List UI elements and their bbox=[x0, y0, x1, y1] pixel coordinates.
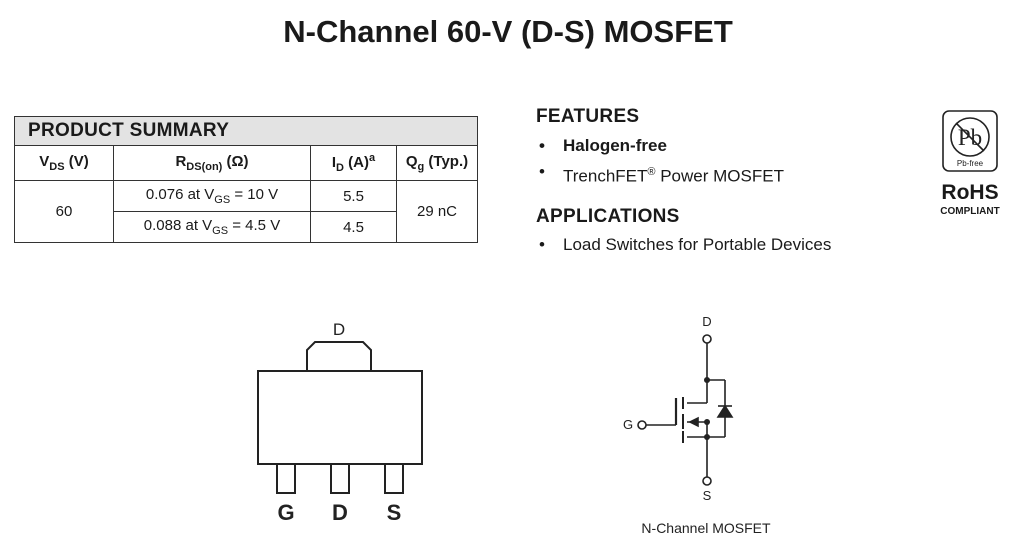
vds-value: 60 bbox=[14, 180, 114, 243]
column-header-id: ID (A)a bbox=[310, 145, 397, 181]
rds-value: 0.076 at VGS = 10 V bbox=[113, 180, 311, 212]
source-label: S bbox=[703, 488, 712, 503]
page-title: N-Channel 60-V (D-S) MOSFET bbox=[283, 14, 733, 49]
applications-heading: APPLICATIONS bbox=[536, 206, 680, 227]
product-summary-heading: PRODUCT SUMMARY bbox=[14, 116, 478, 146]
rohs-title: RoHS bbox=[941, 181, 999, 204]
id-value: 5.5 bbox=[310, 180, 397, 212]
column-header-vds: VDS (V) bbox=[14, 145, 114, 181]
mosfet-schematic: D G S N-Channel MOSFET bbox=[623, 314, 771, 536]
pin-lead bbox=[276, 463, 296, 494]
body-diode bbox=[716, 404, 734, 418]
rds-value: 0.088 at VGS = 4.5 V bbox=[113, 211, 311, 243]
features-heading: FEATURES bbox=[536, 106, 640, 127]
source-terminal bbox=[702, 476, 712, 486]
pin-lead bbox=[384, 463, 404, 494]
column-header-qg: Qg (Typ.) bbox=[396, 145, 478, 181]
package-pin-label: D bbox=[332, 500, 348, 525]
package-body bbox=[257, 370, 423, 465]
drain-tab bbox=[306, 341, 372, 371]
pb-free-label: Pb-free bbox=[957, 159, 984, 168]
list-item: Load Switches for Portable Devices bbox=[536, 232, 831, 258]
package-pin-label: S bbox=[387, 500, 402, 525]
features-list: Halogen-free TrenchFET® Power MOSFET bbox=[536, 133, 784, 186]
package-outline-diagram: D G D S bbox=[257, 320, 423, 525]
list-item: TrenchFET® Power MOSFET bbox=[536, 159, 784, 186]
product-summary-table: PRODUCT SUMMARY VDS (V) RDS(on) (Ω) ID (… bbox=[14, 116, 478, 243]
schematic-caption: N-Channel MOSFET bbox=[641, 520, 771, 536]
package-pin-label: G bbox=[277, 500, 294, 525]
gate-label: G bbox=[623, 417, 633, 432]
drain-terminal bbox=[702, 334, 712, 344]
list-item: Halogen-free bbox=[536, 133, 784, 159]
gate-terminal bbox=[637, 420, 647, 430]
package-pin-label-top: D bbox=[333, 320, 345, 339]
drain-label: D bbox=[702, 314, 711, 329]
rohs-badge: Pb Pb-free bbox=[942, 110, 998, 172]
strike-line bbox=[955, 122, 985, 152]
column-header-rds-on: RDS(on) (Ω) bbox=[113, 145, 311, 181]
applications-list: Load Switches for Portable Devices bbox=[536, 232, 831, 258]
qg-value: 29 nC bbox=[396, 180, 478, 243]
id-value: 4.5 bbox=[310, 211, 397, 243]
rohs-subtitle: COMPLIANT bbox=[940, 206, 1000, 217]
pin-lead bbox=[330, 463, 350, 494]
table-row: 0.088 at VGS = 4.5 V 4.5 bbox=[15, 211, 478, 243]
table-row: 60 0.076 at VGS = 10 V 5.5 29 nC bbox=[14, 180, 478, 243]
